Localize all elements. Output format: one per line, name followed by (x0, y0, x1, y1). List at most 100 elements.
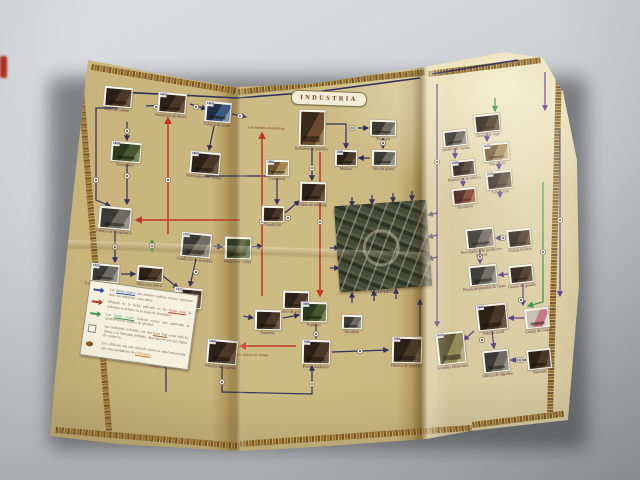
building-base-shadow (374, 130, 391, 134)
card-year: 1800 (206, 100, 215, 107)
legend-arrow-icon (90, 312, 101, 316)
connector-node (218, 378, 226, 386)
building-base-shadow (305, 315, 322, 320)
card-year: 1880 (392, 336, 401, 342)
map-annotation: A la fábrica de armas (235, 352, 269, 358)
building-card: Almacén (369, 119, 397, 141)
connector-node (148, 242, 156, 250)
building-base-shadow (266, 216, 280, 220)
building-base-shadow (303, 135, 320, 143)
building-base-shadow (456, 170, 471, 175)
building-base-shadow (209, 115, 226, 120)
legend-box: Las líneas azules con número indican env… (79, 279, 199, 371)
card-year: 1905 (91, 262, 101, 269)
building-base-shadow (491, 182, 508, 188)
building-illustration (393, 338, 421, 362)
building-card: Procesadora de productos lácteos (461, 226, 502, 258)
card-year: 1800 (335, 149, 344, 155)
building-base-shadow (304, 195, 321, 200)
building-illustration (300, 111, 324, 145)
building-card: Destilería (451, 186, 477, 210)
building-illustration (263, 207, 283, 221)
building-base-shadow (443, 354, 461, 362)
building-base-shadow (185, 249, 205, 255)
card-year: 1800 (301, 301, 310, 307)
building-illustration (525, 308, 549, 328)
building-base-shadow (457, 198, 472, 203)
building-card: Fábrica de algodón (482, 348, 513, 379)
building-card: Silo de grano (371, 149, 397, 171)
card-year: 1800 (159, 91, 168, 98)
building-base-shadow (514, 276, 529, 282)
building-illustration (256, 311, 280, 329)
building-card: Piezas preparadas de carne (463, 263, 506, 292)
building-illustration (371, 121, 395, 135)
connector-node (478, 336, 486, 344)
building-base-shadow (95, 275, 114, 281)
building-base-shadow (269, 170, 284, 174)
card-year: 1800 (450, 160, 460, 166)
building-card: Imprenta (254, 309, 282, 335)
banner-label: INDUSTRIA (300, 93, 358, 104)
building-card: Mina de carbón (103, 85, 133, 113)
connector-node (356, 347, 364, 355)
building-card: Secadora (341, 314, 363, 334)
connector-node (164, 176, 172, 184)
building-base-shadow (307, 356, 325, 362)
connector-navy (282, 312, 301, 319)
building-card: Granja de ganado (508, 263, 536, 289)
connector-navy (212, 243, 224, 250)
connector-node (111, 243, 119, 251)
connector-node (92, 176, 100, 184)
connector-node (499, 234, 507, 242)
building-card: Fábrica de maquinaria (96, 205, 132, 235)
building-illustration (99, 207, 131, 229)
connector-node (433, 158, 441, 166)
building-card: Refinería de petróleo (295, 109, 328, 151)
red-object-at-edge (0, 56, 7, 78)
building-card: Fundición (261, 205, 285, 227)
building-illustration (226, 238, 250, 258)
connector-navy (207, 125, 215, 152)
connector-navy (251, 243, 264, 250)
building-illustration (373, 151, 395, 165)
building-base-shadow (512, 240, 527, 246)
connector-node (192, 103, 200, 111)
connector-node (516, 356, 524, 364)
building-base-shadow (259, 323, 276, 328)
card-year: 1800 (191, 150, 200, 157)
card-year: 1935 (182, 231, 191, 238)
building-base-shadow (532, 362, 548, 367)
legend-box-icon (87, 323, 97, 333)
connector-purple (497, 271, 509, 278)
building-illustration (137, 266, 163, 282)
building-base-shadow (471, 241, 490, 247)
card-year: 1800 (476, 304, 485, 311)
building-card: Molino de viento (442, 128, 470, 152)
building-base-shadow (376, 160, 392, 164)
building-base-shadow (229, 252, 246, 257)
card-year: 1800 (435, 332, 445, 339)
building-card: Planta de montaje (298, 181, 327, 207)
building-base-shadow (488, 154, 505, 160)
building-base-shadow (530, 321, 546, 326)
building-base-shadow (141, 276, 158, 281)
building-base-shadow (397, 355, 417, 360)
building-card: Granja de ovejas (524, 306, 552, 334)
building-card: Granja lechera (506, 227, 532, 253)
building-base-shadow (104, 221, 125, 227)
building-base-shadow (339, 160, 353, 164)
building-base-shadow (345, 324, 358, 327)
card-year: 1960 (208, 338, 217, 345)
card-year: 1800 (266, 159, 275, 165)
building-card: Fábrica de vidrio (224, 236, 251, 264)
